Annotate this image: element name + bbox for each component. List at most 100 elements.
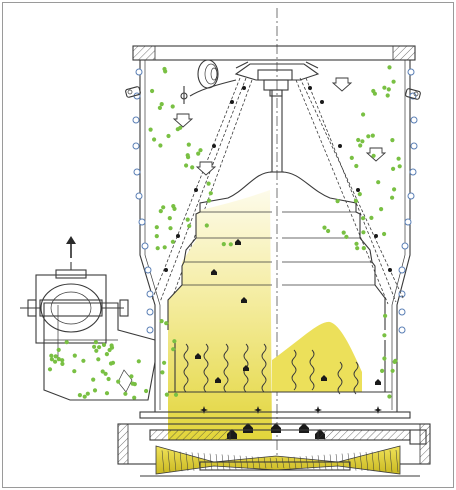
particle	[82, 394, 87, 399]
fan-blade-line	[269, 457, 273, 469]
particle	[382, 85, 387, 90]
coil-loop	[398, 308, 406, 316]
particle	[386, 87, 391, 92]
fan-blade-line	[263, 457, 267, 469]
coil-loop	[138, 218, 146, 226]
particle	[161, 205, 166, 210]
particle	[361, 230, 366, 235]
steam-wave	[183, 343, 189, 393]
particle	[152, 137, 157, 142]
fan-blade-line	[377, 451, 381, 472]
particle	[49, 353, 54, 358]
fan-blade-line	[179, 451, 183, 472]
particle	[104, 391, 110, 396]
particle	[53, 359, 58, 364]
fan-blade-line	[275, 457, 279, 469]
particle	[158, 209, 163, 214]
particle	[190, 165, 195, 170]
steam-wave	[353, 361, 359, 395]
spray-dot	[374, 234, 378, 238]
particle	[132, 382, 137, 387]
particle	[326, 228, 331, 234]
particle	[361, 216, 366, 221]
coil-loop	[398, 266, 406, 274]
fan-blade-line	[299, 456, 303, 469]
particle	[85, 391, 90, 396]
coil-loop	[144, 266, 152, 274]
spray-dot	[338, 144, 342, 148]
fan-blade-line	[185, 451, 189, 472]
particle	[110, 360, 116, 365]
coil-loop	[407, 192, 415, 200]
particle	[150, 88, 155, 94]
particle	[382, 356, 387, 361]
particle	[96, 357, 101, 362]
particle	[77, 393, 82, 398]
green-particles	[47, 65, 402, 400]
particle	[172, 339, 177, 344]
spray-dot	[194, 188, 198, 192]
particle	[208, 191, 213, 196]
house-pentagon-icon	[241, 297, 247, 303]
particle	[391, 79, 396, 84]
product-fill-gradient	[168, 190, 272, 440]
house-pentagon-icon	[211, 269, 217, 275]
heating-coils	[132, 68, 418, 334]
particle	[356, 137, 361, 143]
particle	[198, 148, 203, 153]
particle	[53, 354, 58, 359]
fan-blade-line	[167, 450, 171, 472]
spray-valve	[180, 59, 237, 104]
fan-blade-line	[395, 449, 399, 473]
fan-blade-line	[281, 457, 285, 469]
particle	[344, 234, 349, 239]
particle	[175, 127, 180, 132]
fan-blade-line	[287, 457, 291, 469]
arrow-down-outline-icon	[331, 77, 353, 92]
spray-dot	[242, 86, 246, 90]
particle	[184, 163, 189, 168]
particle	[204, 223, 209, 228]
particle	[171, 347, 176, 352]
spray-dot	[356, 188, 360, 192]
particle	[376, 180, 381, 185]
particle	[164, 321, 169, 326]
particle	[159, 102, 164, 107]
particle	[387, 65, 392, 70]
spray-dot	[212, 144, 216, 148]
particle	[97, 345, 102, 350]
particle	[372, 91, 377, 96]
fan-blade-line	[173, 451, 177, 472]
fan-blade-line	[251, 456, 255, 469]
house-pentagon-icon	[215, 377, 221, 383]
particle	[322, 225, 327, 230]
coil-loop	[132, 142, 140, 150]
particle	[382, 231, 387, 237]
steam-wave	[291, 349, 297, 391]
house-pentagon-icon	[235, 239, 241, 245]
fan-blade-line	[257, 456, 261, 469]
particle	[60, 361, 65, 366]
particle	[361, 246, 366, 251]
arrow-up-icon	[66, 236, 76, 258]
fan-blade-line	[389, 450, 393, 472]
particle	[155, 246, 160, 251]
spray-dot	[320, 100, 324, 104]
particle	[148, 127, 153, 132]
particle	[392, 187, 397, 192]
particle	[49, 357, 55, 362]
particle	[390, 195, 395, 200]
particle	[160, 370, 165, 375]
outlet-duct	[20, 262, 156, 401]
steam-wave	[261, 343, 267, 393]
house-pentagon-icon	[195, 353, 201, 359]
particle	[393, 358, 398, 363]
particle	[357, 192, 362, 197]
particle	[349, 155, 354, 160]
particle	[72, 369, 77, 374]
spray-cone-lines	[151, 77, 405, 305]
spray-dot	[388, 268, 392, 272]
particle	[93, 340, 98, 345]
